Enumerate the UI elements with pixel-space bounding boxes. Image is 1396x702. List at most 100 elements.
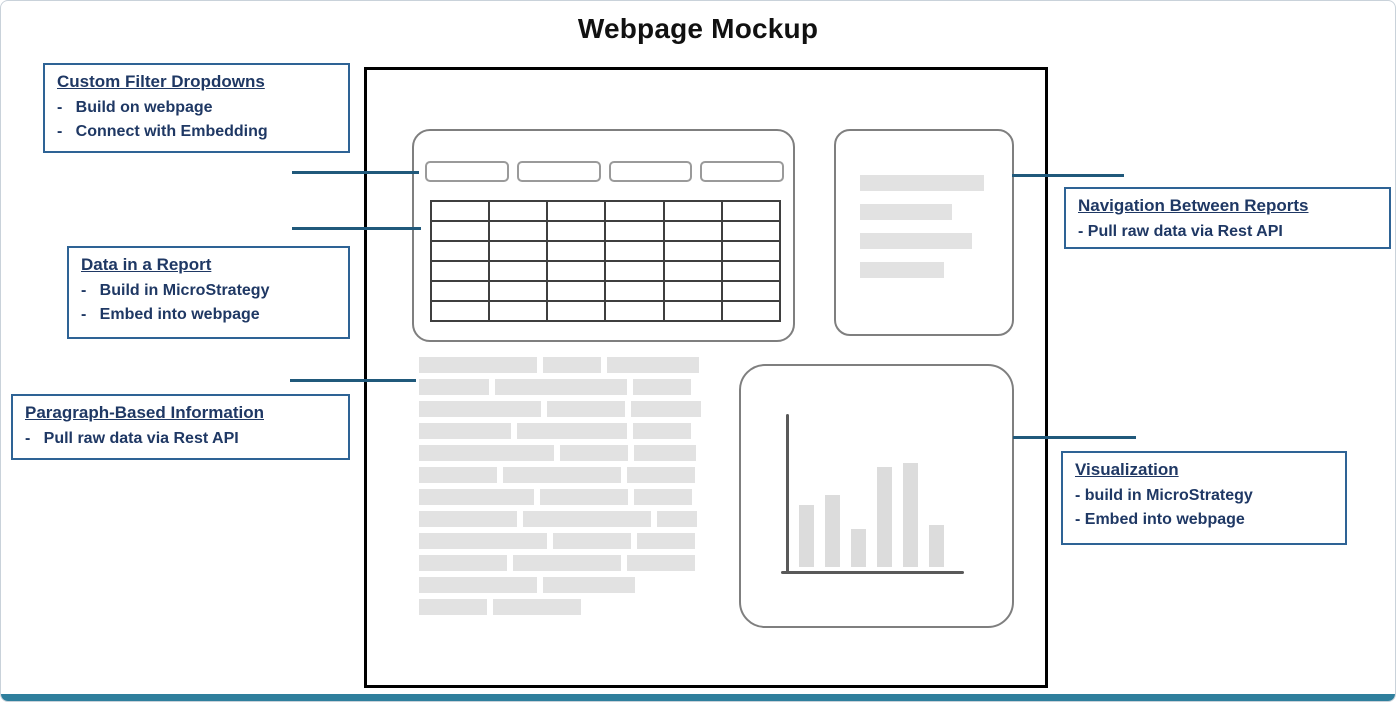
viz-container (739, 364, 1014, 628)
chart-y-axis (786, 414, 789, 574)
table-cell (429, 300, 491, 322)
paragraph-segment (419, 401, 541, 417)
chart-bar (825, 495, 840, 567)
filter-dropdown (608, 161, 693, 182)
nav-list (860, 175, 984, 291)
connector-line-visualization (1013, 436, 1136, 439)
paragraph-segment (493, 599, 581, 615)
paragraph-segment (633, 423, 691, 439)
paragraph-segment (560, 445, 628, 461)
paragraph-segment (517, 423, 627, 439)
table-row (429, 240, 782, 262)
paragraph-segment (419, 423, 511, 439)
callout-bullet: - build in MicroStrategy (1075, 487, 1253, 504)
table-cell (488, 300, 549, 322)
table-cell (662, 240, 723, 262)
callout-bullets: - Build in MicroStrategy - Embed into web… (81, 279, 338, 327)
callout-bullet: - Build in MicroStrategy (81, 282, 270, 299)
paragraph-segment (419, 555, 507, 571)
paragraph-line (419, 379, 719, 395)
paragraph-segment (523, 511, 651, 527)
paragraph-segment (657, 511, 697, 527)
table-cell (720, 200, 782, 222)
paragraph-segment (543, 577, 635, 593)
paragraph-line (419, 423, 719, 439)
callout-custom-filter-dropdowns: Custom Filter Dropdowns - Build on webpa… (43, 63, 350, 153)
page-title: Webpage Mockup (577, 13, 819, 44)
paragraph-segment (419, 489, 534, 505)
table-cell (488, 240, 549, 262)
paragraph-line (419, 599, 719, 615)
callout-bullet: - Pull raw data via Rest API (25, 430, 239, 447)
callout-visualization: Visualization - build in MicroStrategy- … (1061, 451, 1347, 545)
paragraph-line (419, 533, 719, 549)
table-cell (604, 220, 665, 242)
table-cell (604, 300, 665, 322)
chart-bar (903, 463, 918, 567)
report-table-body (429, 200, 782, 322)
callout-bullets: - Pull raw data via Rest API (25, 427, 338, 451)
nav-placeholder-bar (860, 262, 944, 278)
connector-line-paragraph (290, 379, 416, 382)
chart-bar (799, 505, 814, 567)
table-row (429, 280, 782, 302)
paragraph-segment (634, 445, 696, 461)
paragraph-segment (547, 401, 625, 417)
table-cell (546, 240, 607, 262)
chart-bars (799, 463, 944, 567)
callout-title: Custom Filter Dropdowns (57, 72, 265, 91)
paragraph-segment (637, 533, 695, 549)
table-cell (546, 220, 607, 242)
paragraph-segment (540, 489, 628, 505)
paragraph-segment (495, 379, 627, 395)
table-cell (429, 240, 491, 262)
paragraph-segment (419, 357, 537, 373)
table-cell (429, 200, 491, 222)
table-row (429, 220, 782, 242)
callout-bullets: - Build on webpage - Connect with Embeddi… (57, 96, 338, 144)
table-cell (662, 220, 723, 242)
paragraph-segment (607, 357, 699, 373)
chart-bar (877, 467, 892, 567)
table-row (429, 200, 782, 222)
callout-bullet: - Build on webpage (57, 99, 213, 116)
filter-dropdown-row (425, 161, 784, 182)
callout-bullets: - Pull raw data via Rest API (1078, 220, 1379, 244)
table-cell (488, 200, 549, 222)
paragraph-segment (553, 533, 631, 549)
paragraph-segment (419, 511, 517, 527)
paragraph-segment (513, 555, 621, 571)
connector-line-report (292, 227, 421, 230)
table-cell (662, 260, 723, 282)
table-cell (662, 300, 723, 322)
callout-bullet: - Embed into webpage (81, 306, 260, 323)
table-cell (604, 200, 665, 222)
table-cell (604, 280, 665, 302)
webpage-mockup-frame (364, 67, 1048, 688)
filter-dropdown (425, 161, 509, 182)
paragraph-line (419, 577, 719, 593)
chart-bar (929, 525, 944, 567)
filter-dropdown (516, 161, 601, 182)
paragraph-segment (419, 533, 547, 549)
paragraph-line (419, 401, 719, 417)
table-cell (546, 300, 607, 322)
callout-bullet: - Connect with Embedding (57, 123, 268, 140)
table-cell (662, 280, 723, 302)
table-cell (488, 260, 549, 282)
table-cell (720, 240, 782, 262)
paragraph-line (419, 489, 719, 505)
callout-navigation-between-reports: Navigation Between Reports - Pull raw da… (1064, 187, 1391, 249)
paragraph-line (419, 555, 719, 571)
paragraph-segment (503, 467, 621, 483)
table-cell (662, 200, 723, 222)
table-cell (720, 260, 782, 282)
nav-placeholder-bar (860, 233, 972, 249)
callout-title: Data in a Report (81, 255, 212, 274)
bottom-accent-bar (1, 694, 1395, 701)
table-row (429, 300, 782, 322)
table-cell (429, 280, 491, 302)
callout-title: Paragraph-Based Information (25, 403, 264, 422)
paragraph-segment (627, 467, 695, 483)
